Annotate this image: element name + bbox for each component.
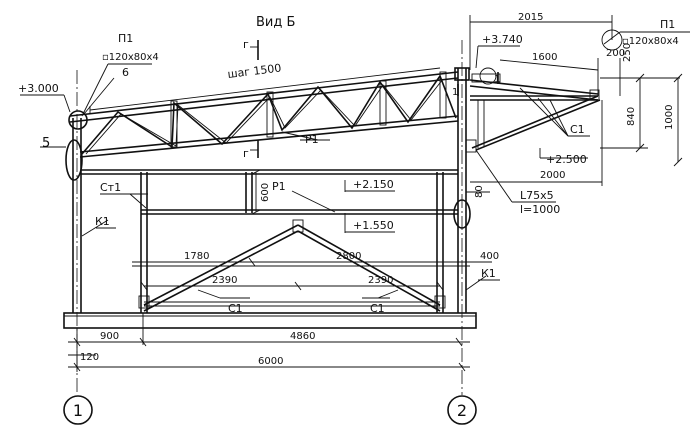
column-k1-right <box>454 67 470 313</box>
foundation-slab <box>63 312 477 329</box>
dim-1000: 1000 <box>664 105 675 130</box>
dim-120: 120 <box>80 352 99 363</box>
dim-80: 80 <box>474 185 485 198</box>
axis-1-label: 1 <box>73 401 83 420</box>
axis-2-bubble: 2 <box>447 395 477 425</box>
truss-top-chord <box>69 71 459 123</box>
beam-bottom <box>132 261 470 267</box>
dim-2000: 2000 <box>540 170 565 181</box>
label-node-5: 5 <box>42 136 50 151</box>
beam-top <box>81 169 458 175</box>
dim-1780: 1780 <box>184 251 209 262</box>
brace-bottom <box>144 301 440 307</box>
section-marker-bottom: г <box>243 147 249 160</box>
gusset-plates <box>138 219 446 309</box>
post-st1-left <box>140 172 148 313</box>
dimension-lines <box>68 15 683 372</box>
label-p1-section: ▫120х80х4 <box>102 52 159 63</box>
dim-400: 400 <box>480 251 499 262</box>
dim-1600: 1600 <box>532 52 557 63</box>
node-callouts <box>65 29 623 229</box>
elev-ridge-left: +3.000 <box>18 82 59 95</box>
post-st1-mid <box>245 172 253 213</box>
label-node-6: 6 <box>122 66 129 79</box>
section-marker-top: г <box>243 38 249 51</box>
dim-2390-left: 2390 <box>212 275 237 286</box>
beam-p1-middle <box>141 209 458 215</box>
brace-c1-left <box>143 224 299 312</box>
truss-posts <box>170 71 447 148</box>
label-p1-right-section: ▫120х80х4 <box>622 36 679 47</box>
cut-mark-1b: 1 <box>494 74 500 85</box>
axis-1-bubble: 1 <box>63 395 93 425</box>
label-p1: П1 <box>118 32 133 45</box>
label-p1-mid: Р1 <box>305 133 319 146</box>
label-k1-left: К1 <box>95 215 110 228</box>
label-angle-length: l=1000 <box>520 203 560 216</box>
dim-200: 200 <box>606 48 625 59</box>
elev-beam-top: +2.150 <box>353 178 394 191</box>
leader-lines <box>20 31 690 299</box>
dimension-values: 2015 1600 200 250 840 1000 2000 600 1780… <box>80 12 675 367</box>
label-c1-right: С1 <box>570 123 585 136</box>
dim-2390-right: 2390 <box>368 275 393 286</box>
dim-4860: 4860 <box>290 331 315 342</box>
labels: П1 ▫120х80х4 шаг 1500 6 +3.000 5 Р1 Ст1 … <box>18 18 679 315</box>
dim-250: 250 <box>622 43 633 62</box>
dim-6000: 6000 <box>258 356 283 367</box>
cut-mark-1: 1 <box>452 87 458 98</box>
label-c1-bottom-right: С1 <box>370 302 385 315</box>
elev-ridge-right: +3.740 <box>482 33 523 46</box>
elev-canopy-bottom: +2.500 <box>546 153 587 166</box>
dim-2015: 2015 <box>518 12 543 23</box>
label-p1-right: П1 <box>660 18 675 31</box>
dim-840: 840 <box>626 107 637 126</box>
post-right-inner <box>436 172 444 313</box>
dim-2800: 2800 <box>336 251 361 262</box>
label-pitch: шаг 1500 <box>227 61 282 80</box>
section-mark: г г <box>243 38 259 160</box>
dim-600: 600 <box>260 183 271 202</box>
label-p1-lower: Р1 <box>272 180 286 193</box>
brace-c1-right <box>297 224 441 312</box>
elev-beam-mid: +1.550 <box>353 219 394 232</box>
dim-900: 900 <box>100 331 119 342</box>
label-st1: Ст1 <box>100 181 121 194</box>
canopy-structure <box>465 73 601 153</box>
view-title: Вид Б <box>256 15 295 30</box>
label-k1-right: К1 <box>481 267 496 280</box>
axis-2-label: 2 <box>457 401 467 420</box>
label-angle: L75х5 <box>520 189 554 202</box>
label-c1-bottom-left: С1 <box>228 302 243 315</box>
truss-bottom-chord <box>79 115 459 158</box>
